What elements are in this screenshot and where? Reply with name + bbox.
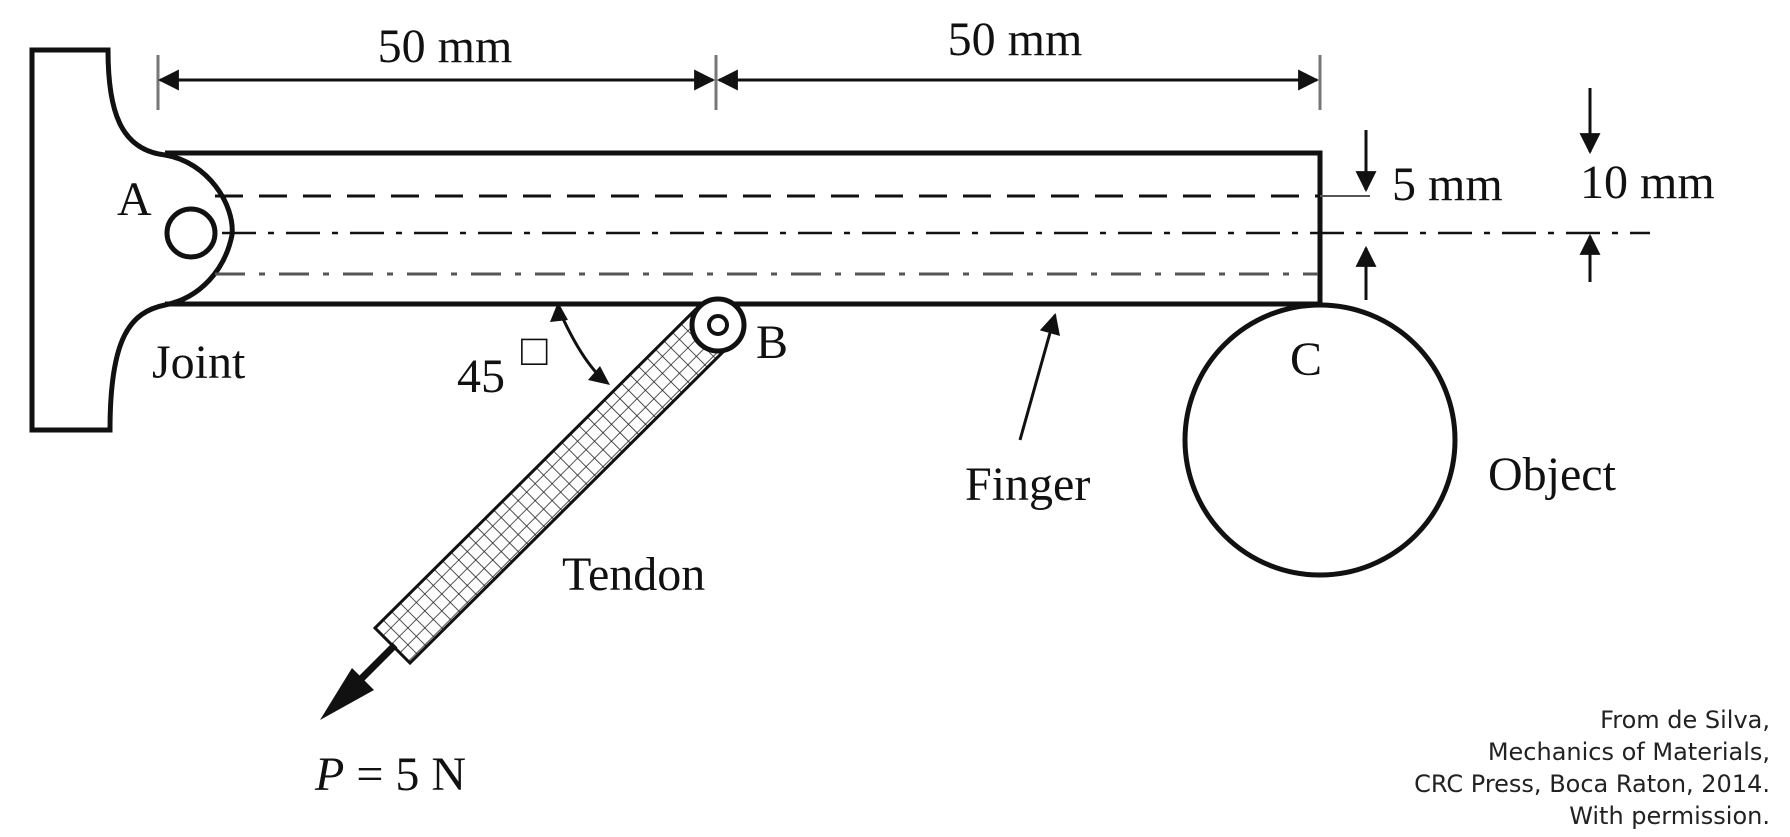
joint-base bbox=[29, 47, 235, 433]
dim-label-right: 50 mm bbox=[948, 13, 1083, 66]
angle-arrowhead-top bbox=[550, 302, 568, 322]
credit-line-3: CRC Press, Boca Raton, 2014. bbox=[1414, 770, 1770, 798]
force-value: = 5 N bbox=[344, 748, 466, 801]
object-circle bbox=[1182, 302, 1458, 578]
label-finger: Finger bbox=[965, 458, 1090, 511]
credit-line-4: With permission. bbox=[1569, 802, 1770, 830]
dim-label-5mm: 5 mm bbox=[1392, 158, 1503, 211]
dim-label-10mm: 10 mm bbox=[1580, 156, 1715, 209]
label-b: B bbox=[756, 316, 788, 369]
label-c: C bbox=[1290, 333, 1322, 386]
label-angle-mark: □ bbox=[521, 326, 548, 375]
label-angle: 45 bbox=[457, 350, 505, 403]
label-object: Object bbox=[1488, 448, 1617, 501]
pin-a bbox=[164, 206, 218, 260]
force-symbol: P bbox=[314, 748, 344, 801]
label-tendon: Tendon bbox=[562, 548, 705, 601]
label-joint: Joint bbox=[152, 336, 246, 389]
angle-arrowhead-bottom bbox=[588, 366, 610, 385]
credit-line-2: Mechanics of Materials, bbox=[1487, 738, 1770, 766]
pulley-b-inner bbox=[707, 314, 729, 336]
label-force: P = 5 N bbox=[314, 748, 466, 801]
credit-block: From de Silva, Mechanics of Materials, C… bbox=[1170, 704, 1770, 832]
dim-label-left: 50 mm bbox=[378, 20, 513, 73]
force-arrowhead bbox=[320, 668, 374, 720]
label-a: A bbox=[117, 173, 152, 226]
finger-pointer bbox=[1018, 312, 1061, 441]
credit-line-1: From de Silva, bbox=[1600, 706, 1770, 734]
finger-beam bbox=[165, 150, 1323, 307]
tendon bbox=[372, 307, 733, 666]
